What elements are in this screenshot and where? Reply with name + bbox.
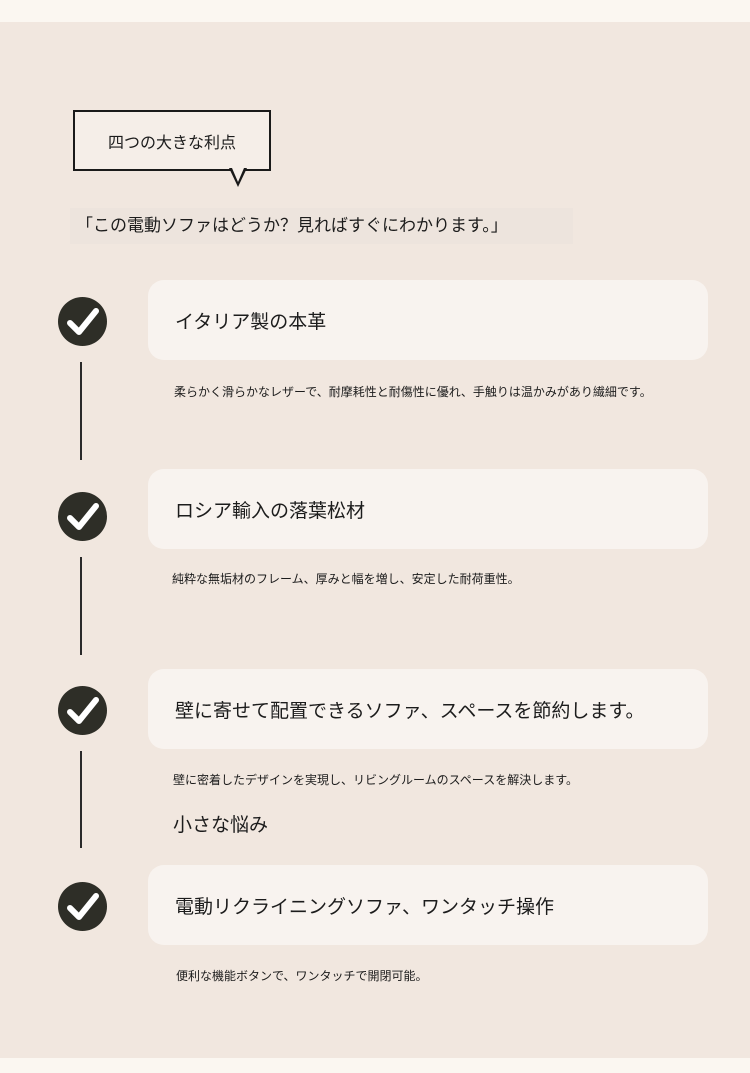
header-speech-bubble: 四つの大きな利点 — [73, 110, 271, 171]
feature-title: 壁に寄せて配置できるソファ、スペースを節約します。 — [175, 699, 645, 722]
feature-title: ロシア輸入の落葉松材 — [175, 499, 366, 522]
feature-title: イタリア製の本革 — [175, 310, 327, 333]
timeline-line — [80, 751, 82, 848]
timeline-line — [80, 557, 82, 655]
timeline-line — [80, 362, 82, 460]
quote-text: 「この電動ソファはどうか？見ればすぐにわかります。」 — [70, 208, 573, 244]
top-strip — [0, 0, 750, 22]
feature-card: 壁に寄せて配置できるソファ、スペースを節約します。 — [148, 669, 708, 749]
feature-card: 電動リクライニングソファ、ワンタッチ操作 — [148, 865, 708, 945]
bubble-tail-fill — [232, 168, 244, 182]
subheading: 小さな悩み — [173, 814, 269, 836]
bottom-strip — [0, 1058, 750, 1073]
feature-description: 便利な機能ボタンで、ワンタッチで開閉可能。 — [176, 969, 428, 983]
check-icon — [58, 882, 107, 931]
feature-description: 柔らかく滑らかなレザーで、耐摩耗性と耐傷性に優れ、手触りは温かみがあり繊細です。 — [174, 385, 652, 399]
check-icon — [58, 492, 107, 541]
feature-description: 純粋な無垢材のフレーム、厚みと幅を増し、安定した耐荷重性。 — [172, 572, 520, 586]
check-icon — [58, 686, 107, 735]
check-icon — [58, 297, 107, 346]
feature-card: イタリア製の本革 — [148, 280, 708, 360]
feature-title: 電動リクライニングソファ、ワンタッチ操作 — [175, 895, 555, 918]
feature-description: 壁に密着したデザインを実現し、リビングルームのスペースを解決します。 — [173, 773, 579, 787]
feature-card: ロシア輸入の落葉松材 — [148, 469, 708, 549]
